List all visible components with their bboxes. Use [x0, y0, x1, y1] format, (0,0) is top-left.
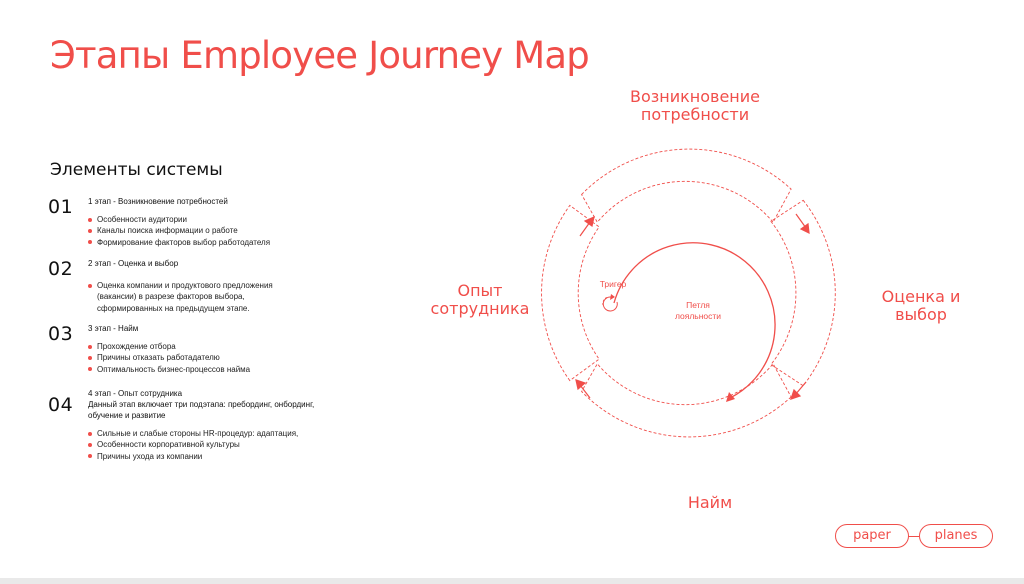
stage-body: 2 этап - Оценка и выбор Оценка компании … [88, 258, 368, 314]
stage-heading: 3 этап - Найм [88, 324, 139, 333]
system-heading: Элементы системы [50, 160, 223, 180]
stage-label-need: Возникновение потребности [629, 87, 761, 124]
loyalty-loop-arrowhead [726, 392, 735, 402]
loyalty-loop [613, 242, 776, 402]
stage-item-list: Оценка компании и продуктового предложен… [88, 280, 303, 314]
stage-body: 4 этап - Опыт сотрудника Данный этап вкл… [88, 388, 368, 462]
cycle-segments [541, 148, 836, 438]
segment-top [581, 148, 792, 223]
list-item: Формирование факторов выбор работодателя [88, 237, 368, 248]
list-item: Оптимальность бизнес-процессов найма [88, 364, 368, 375]
segment-bottom [581, 363, 792, 438]
stage-label-experience: Опыт сотрудника [430, 281, 530, 318]
list-item: Причины ухода из компании [88, 451, 308, 462]
stage-item-list: Прохождение отбора Причины отказать рабо… [88, 341, 368, 375]
stage-description: Данный этап включает три подэтапа: пребо… [88, 400, 315, 420]
list-item: Оценка компании и продуктового предложен… [88, 280, 303, 314]
segment-left [541, 204, 600, 382]
list-item: Особенности аудитории [88, 214, 368, 225]
stage-body: 3 этап - Найм Прохождение отбора Причины… [88, 323, 368, 375]
trigger-label: Тригер [599, 279, 627, 289]
bottom-divider [0, 578, 1024, 584]
stage-body: 1 этап - Возникновение потребностей Особ… [88, 196, 368, 248]
arrow-left-top [579, 215, 595, 237]
list-item: Причины отказать работадателю [88, 352, 368, 363]
arrow-bottom-left [575, 379, 591, 399]
stage-number: 04 [48, 394, 74, 416]
stage-label-evaluation: Оценка и выбор [881, 287, 961, 324]
stage-number: 03 [48, 323, 74, 345]
segment-right [770, 199, 836, 387]
arrow-top-right [795, 213, 810, 235]
stage-number: 02 [48, 258, 74, 280]
stage-label-hiring: Найм [687, 493, 733, 512]
loyalty-loop-label: Петля лояльности [674, 300, 722, 321]
stage-heading: 2 этап - Оценка и выбор [88, 259, 179, 268]
page-title: Этапы Employee Journey Map [50, 34, 590, 77]
stage-item-list: Особенности аудитории Каналы поиска инфо… [88, 214, 368, 248]
stage-item-list: Сильные и слабые стороны HR-процедур: ад… [88, 428, 308, 462]
list-item: Прохождение отбора [88, 341, 368, 352]
logo-right-pill: planes [919, 524, 993, 548]
cycle-arrows [575, 213, 810, 400]
list-item: Особенности корпоративной культуры [88, 439, 308, 450]
stage-heading: 1 этап - Возникновение потребностей [88, 197, 228, 206]
logo-connector [908, 536, 919, 538]
logo-left-pill: paper [835, 524, 909, 548]
list-item: Сильные и слабые стороны HR-процедур: ад… [88, 428, 308, 439]
arrow-right-bottom [790, 381, 807, 400]
loyalty-loop-arc [613, 242, 776, 399]
trigger-cycle-icon [602, 294, 618, 312]
list-item: Каналы поиска информации о работе [88, 225, 368, 236]
stage-number: 01 [48, 196, 74, 218]
stage-heading: 4 этап - Опыт сотрудника [88, 389, 183, 398]
